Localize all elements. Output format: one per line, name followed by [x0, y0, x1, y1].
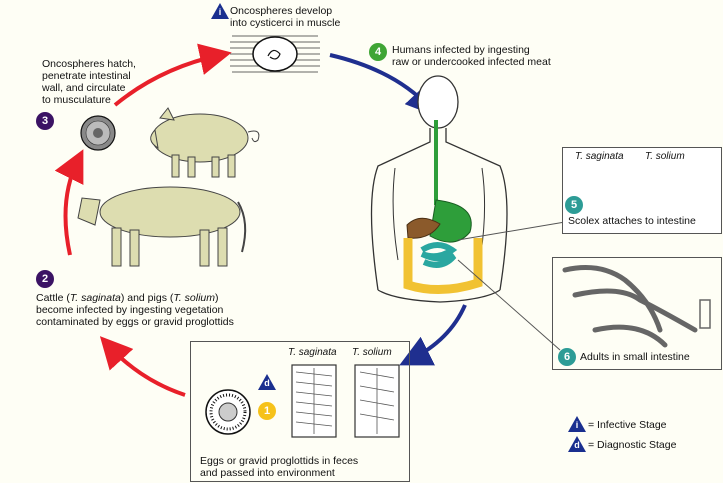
cow-figure [77, 186, 247, 267]
step-2-text: Cattle (T. saginata) and pigs (T. solium… [36, 292, 234, 328]
step-2-badge: 2 [36, 270, 54, 288]
step-5-text: Scolex attaches to intestine [568, 215, 696, 227]
scolex-box [562, 147, 722, 234]
step-5-badge: 5 [565, 196, 583, 214]
legend-infective-icon: i [568, 416, 586, 432]
legend-infective-label: = Infective Stage [588, 419, 667, 431]
eggs-box [190, 341, 410, 482]
proglottid-saginata-label: T. saginata [288, 347, 337, 358]
proglottid-saginata [291, 364, 337, 438]
step-3-badge: 3 [36, 112, 54, 130]
adults-box [552, 257, 722, 370]
egg-figure [205, 389, 251, 435]
arrow-1-to-2 [99, 336, 186, 397]
human-figure [370, 75, 508, 303]
step-1-badge: 1 [258, 402, 276, 420]
legend-diagnostic-icon: d [568, 436, 586, 452]
arrow-2-to-3 [54, 149, 84, 256]
adult-worms [562, 265, 711, 348]
step-4-badge: 4 [369, 43, 387, 61]
proglottid-solium-label: T. solium [352, 347, 392, 358]
scolex-solium-label: T. solium [645, 151, 685, 162]
step-6-badge: 6 [558, 348, 576, 366]
oncosphere [80, 115, 116, 151]
diagnostic-stage-badge: d [258, 374, 276, 390]
proglottid-solium [354, 364, 400, 438]
step-6-text: Adults in small intestine [580, 351, 690, 363]
legend-diagnostic-label: = Diagnostic Stage [588, 439, 677, 451]
cysticercus-in-muscle [230, 35, 320, 73]
arrow-human-to-1 [399, 304, 467, 366]
scolex-saginata-label: T. saginata [575, 151, 624, 162]
pig-figure [150, 107, 260, 178]
infective-stage-badge: i [211, 3, 229, 19]
arrow-3-to-i [113, 43, 232, 107]
